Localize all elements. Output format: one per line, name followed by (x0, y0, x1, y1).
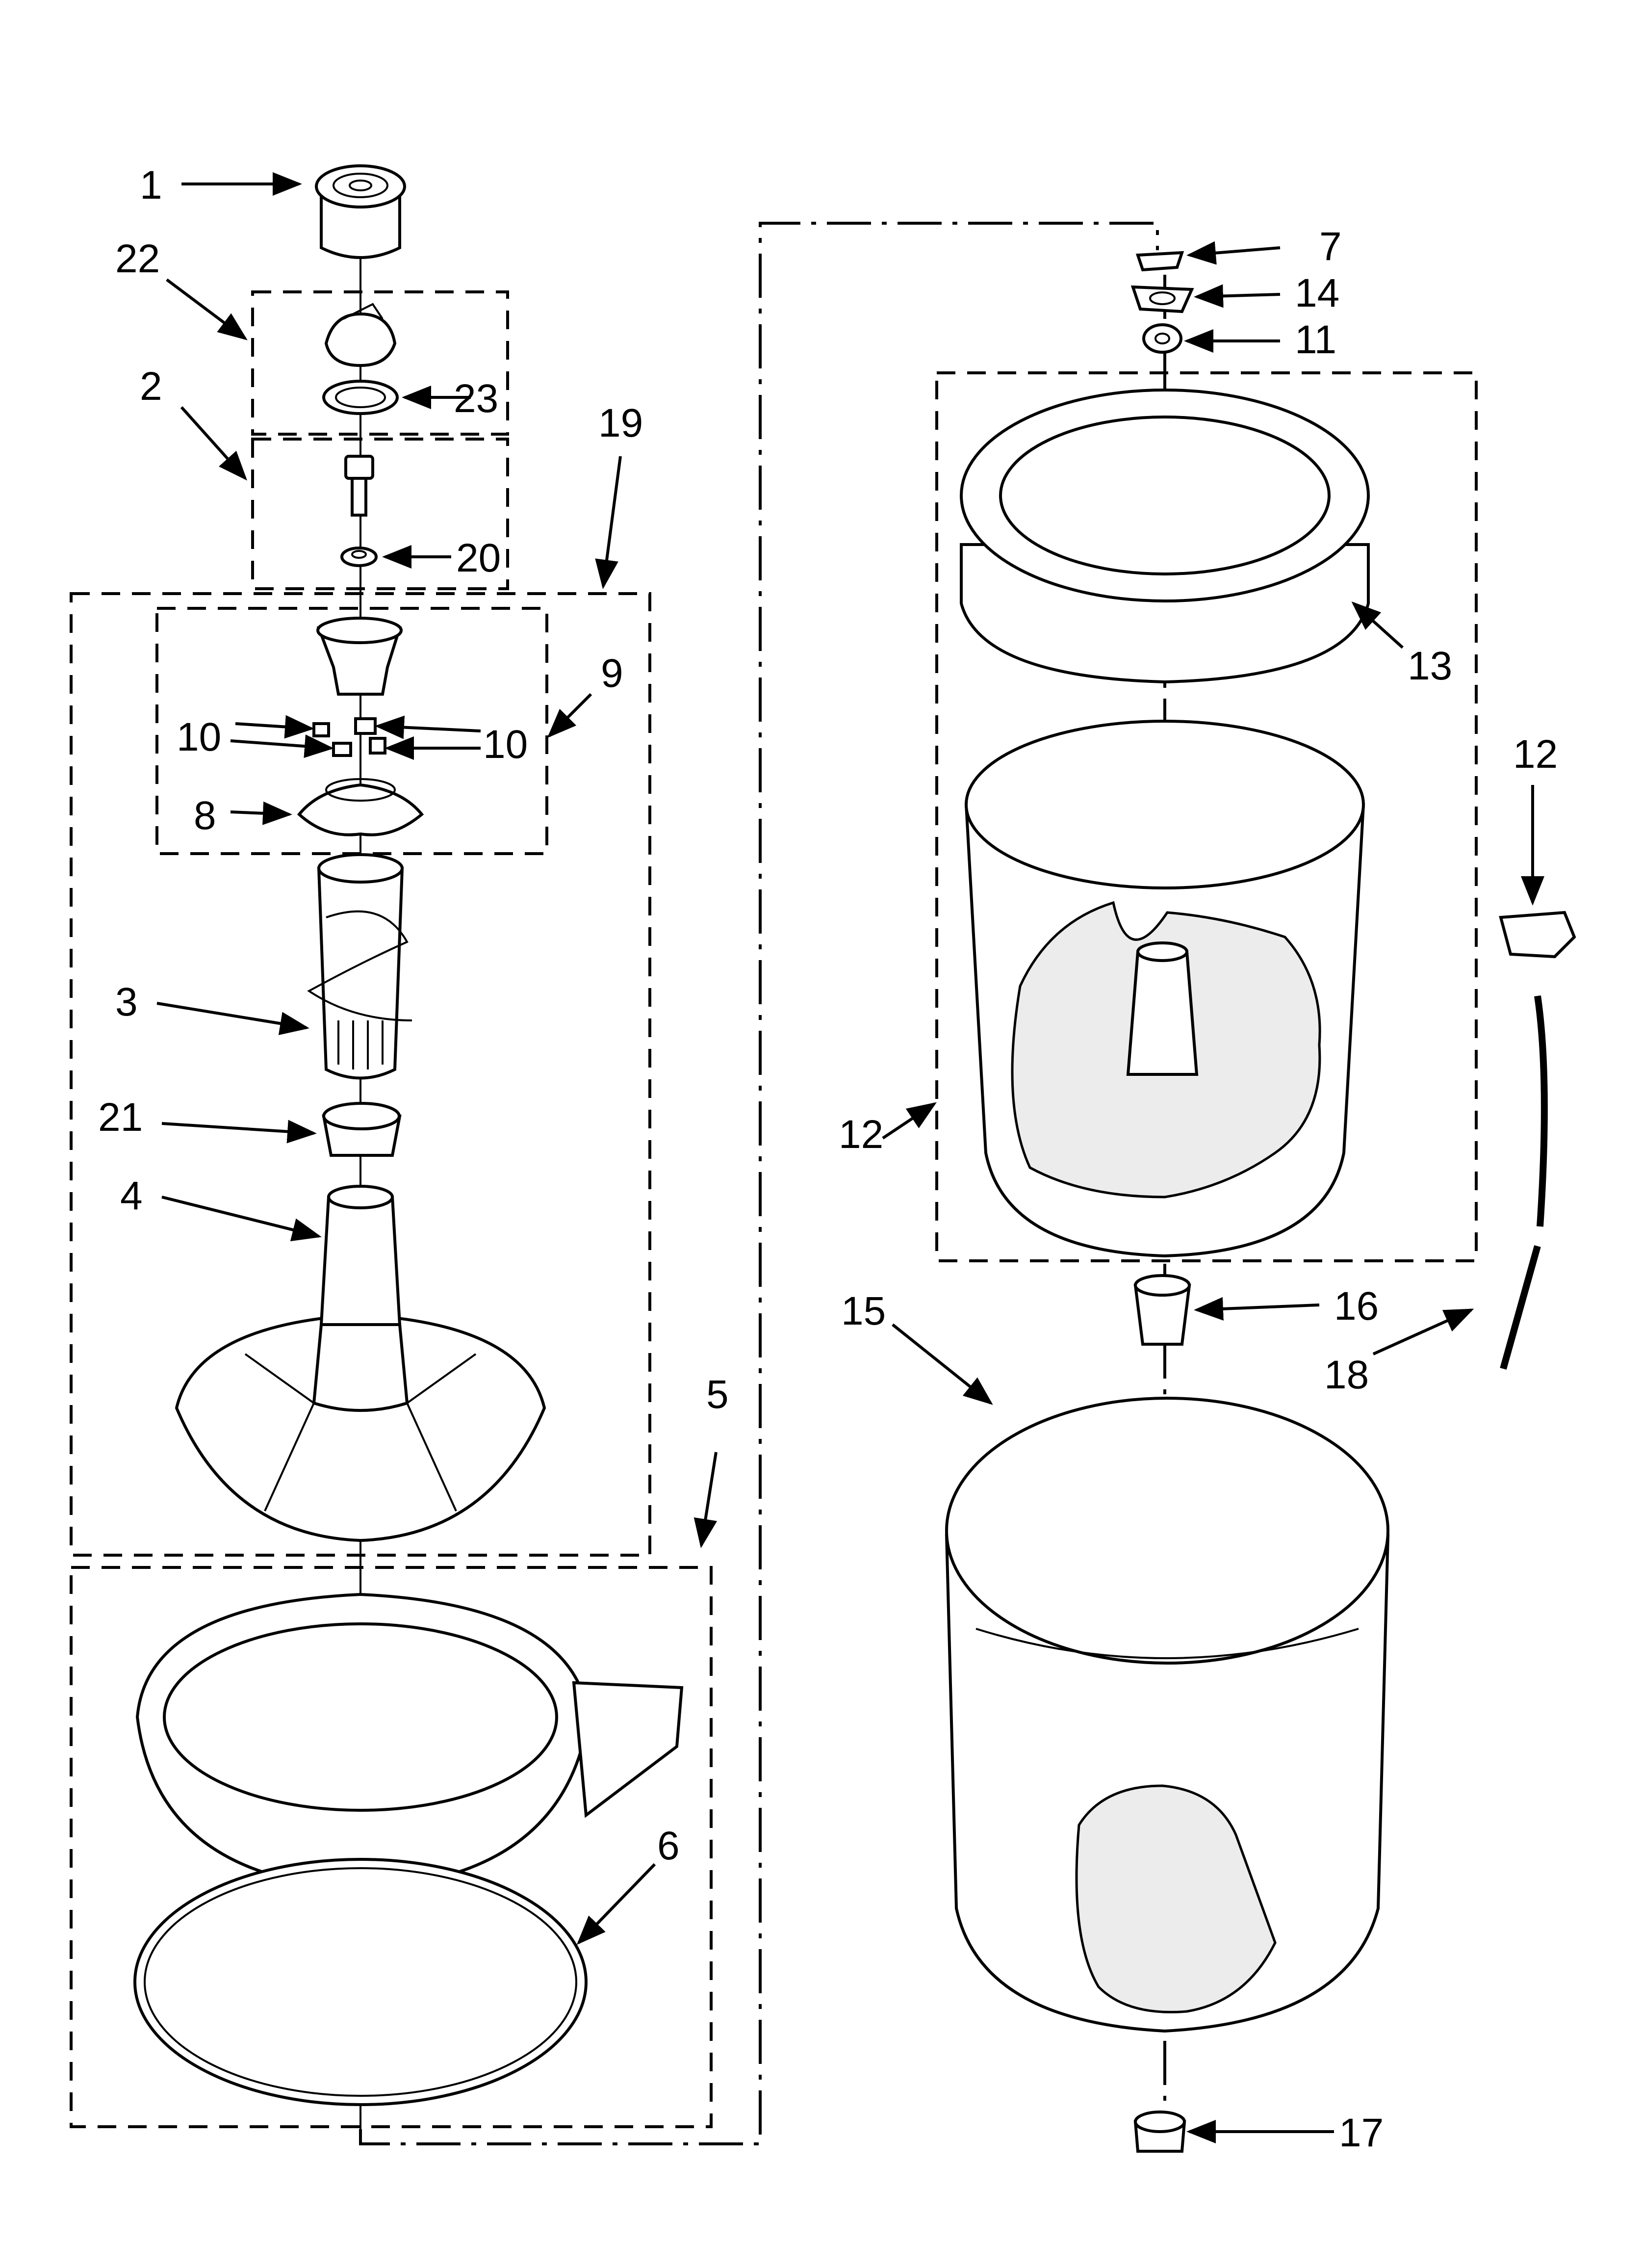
callout-19: 18 (1324, 1353, 1369, 1397)
group-box-23 (251, 290, 509, 436)
part-14-balance-ring (960, 389, 1370, 684)
group-box-5 (70, 1566, 713, 2128)
callout-4: 4 (120, 1173, 143, 1218)
callout-18: 17 (1339, 2111, 1384, 2155)
part-15-plate (1130, 285, 1194, 313)
callout-23: 22 (115, 236, 160, 281)
callout-22: 21 (98, 1095, 143, 1140)
callout-3: 3 (115, 980, 138, 1024)
part-6-gasket (133, 1858, 588, 2106)
part-9-cam-kit (316, 617, 403, 696)
callout-7: 7 (1319, 224, 1342, 269)
callout-8: 8 (194, 793, 216, 838)
part-11-clamp (1499, 911, 1576, 959)
callout-12: 11 (1295, 317, 1336, 362)
part-7-clip (1135, 251, 1184, 272)
callout-10-right: 10 (483, 722, 528, 767)
part-3-auger (307, 853, 412, 1080)
group-box-14 (935, 371, 1478, 1262)
callout-labels: 1 22 23 2 20 19 9 10 10 8 3 21 4 5 6 7 1… (98, 163, 1558, 2155)
part-8-cam (297, 778, 424, 836)
leader-lines (156, 172, 1544, 2143)
group-box-2 (251, 438, 509, 590)
part-10-dogs (312, 717, 386, 757)
callout-9: 9 (601, 651, 623, 696)
part-21-washer (340, 547, 378, 567)
part-23-cap (324, 303, 397, 367)
callout-5: 5 (706, 1372, 729, 1417)
part-24-ring (322, 380, 399, 415)
callout-15: 14 (1295, 271, 1339, 315)
part-4-agitator-base (175, 1185, 546, 1542)
part-2-bolt (344, 455, 374, 517)
callout-14: 13 (1408, 644, 1452, 688)
part-1-dispenser (315, 164, 406, 259)
part-22-coupling (322, 1102, 402, 1157)
part-5-tub-ring (135, 1592, 684, 1891)
callout-13: 12 (839, 1112, 883, 1157)
callout-20: 19 (598, 401, 643, 445)
callout-21: 20 (456, 536, 501, 580)
part-12-nut (1142, 323, 1182, 354)
callout-1: 1 (140, 163, 162, 208)
part-13-basket (964, 720, 1365, 1258)
callout-24: 23 (454, 376, 498, 421)
callout-17: 16 (1334, 1284, 1379, 1329)
callout-2: 2 (140, 364, 162, 409)
part-17-hub (1133, 1274, 1191, 1346)
part-16-outer-tub (945, 1397, 1390, 2033)
callout-11: 12 (1513, 732, 1558, 777)
callout-10-left: 10 (177, 715, 221, 759)
callout-6: 6 (657, 1824, 680, 1868)
part-19-hose (1500, 995, 1548, 1370)
part-18-plug (1133, 2111, 1186, 2153)
callout-16: 15 (841, 1289, 886, 1333)
